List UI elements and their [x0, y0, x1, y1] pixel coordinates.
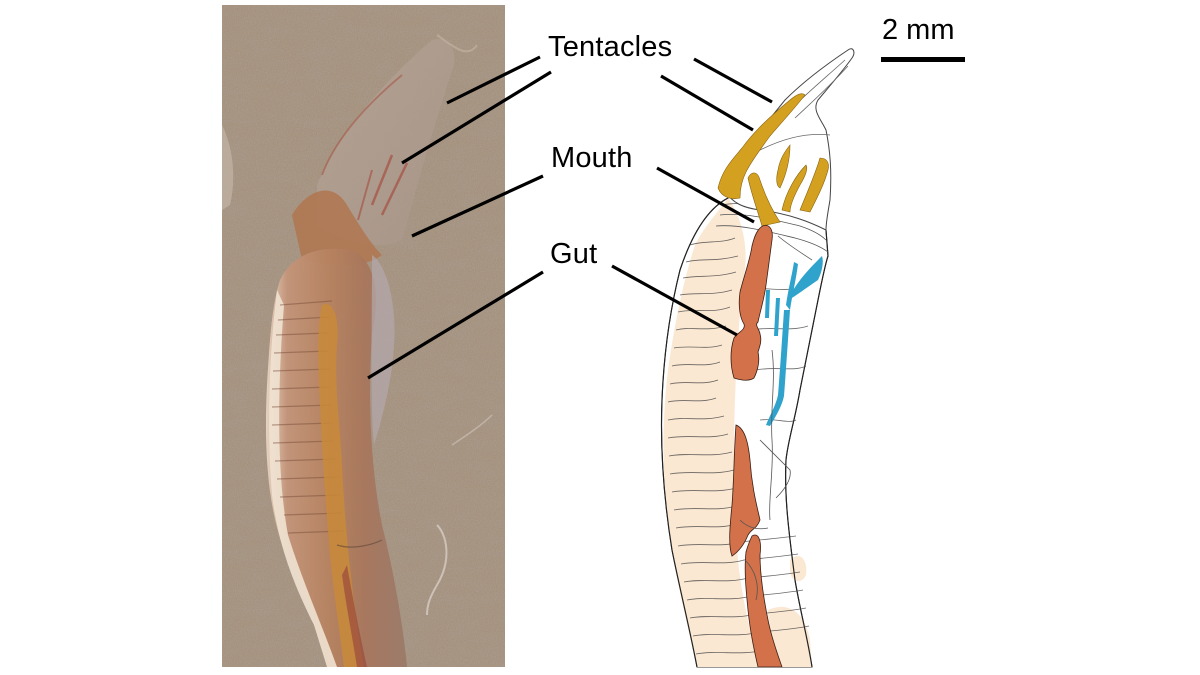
scale-bar-label: 2 mm — [882, 14, 955, 46]
gut-middle — [729, 424, 761, 557]
leader-lines — [367, 55, 773, 380]
tentacle-3 — [776, 144, 791, 189]
scale-bar — [881, 57, 965, 62]
leader-gut-draw — [611, 264, 738, 337]
label-mouth: Mouth — [551, 142, 633, 174]
tentacle-2 — [747, 172, 781, 227]
tentacles-drawing — [717, 93, 829, 227]
gut-upper — [730, 224, 773, 381]
blue-structures — [765, 256, 823, 426]
leader-gut-photo — [367, 270, 544, 380]
fossil-photo-image — [222, 5, 505, 667]
leader-mouth-draw — [656, 166, 755, 224]
leader-mouth-photo — [411, 174, 544, 238]
leader-tentacles-draw-a — [693, 57, 773, 104]
gut-lower — [744, 534, 783, 668]
label-tentacles: Tentacles — [548, 31, 673, 63]
tentacle-4 — [781, 164, 808, 213]
fossil-photograph — [222, 5, 505, 667]
label-gut: Gut — [550, 238, 598, 270]
leader-tentacles-photo-a — [446, 55, 541, 105]
tentacle-long — [717, 93, 806, 199]
tentacle-5 — [799, 157, 829, 213]
leader-tentacles-photo-b — [401, 70, 552, 165]
leader-tentacles-draw-b — [660, 74, 754, 132]
